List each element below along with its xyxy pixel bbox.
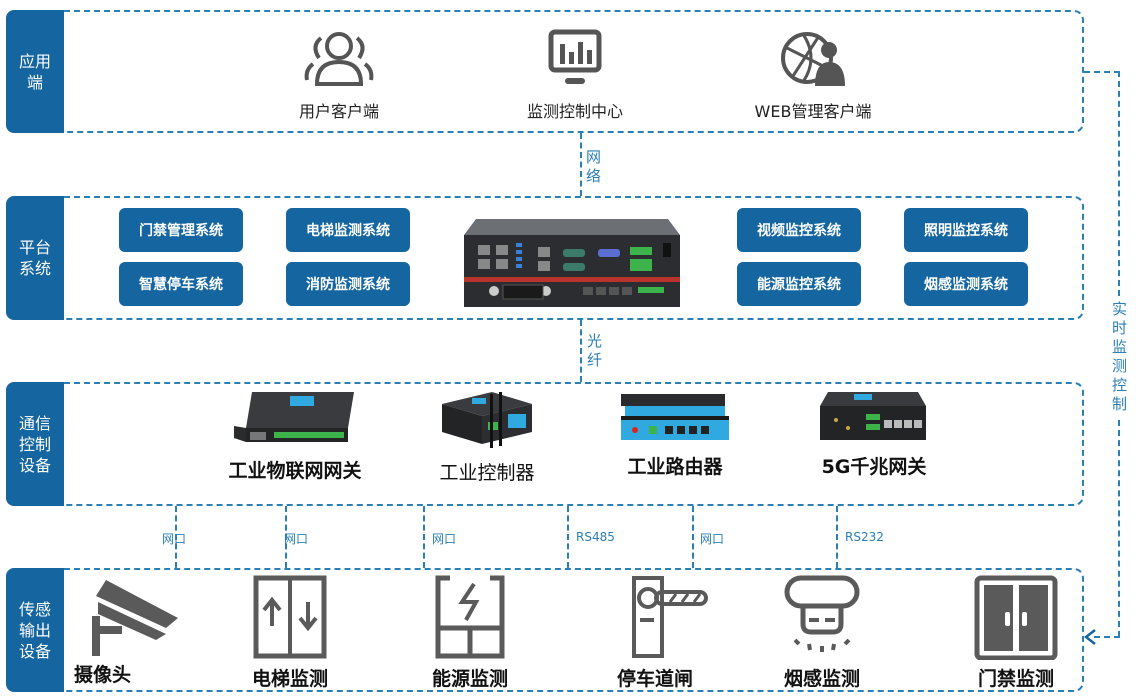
app-item-label: 监测控制中心 (526, 102, 623, 121)
device-5g-gateway: 5G千兆网关 (784, 388, 964, 479)
system-button-energy[interactable]: 能源监控系统 (737, 262, 861, 306)
sensor-label: 烟感监测 (783, 668, 860, 690)
sensor-smoke: 烟感监测 (752, 574, 892, 691)
sensor-label: 门禁监测 (977, 668, 1054, 690)
realtime-loop-lower (1118, 420, 1120, 637)
sensor-label: 能源监测 (431, 668, 508, 690)
sensor-elevator: 电梯监测 (220, 574, 360, 691)
layer-tag-sensor: 传感输出设备 (6, 568, 64, 692)
energy-icon (435, 575, 505, 659)
system-button-elevator[interactable]: 电梯监测系统 (286, 208, 410, 252)
device-label: 工业物联网网关 (228, 460, 362, 482)
connector-network (580, 133, 582, 196)
layer-tag-label: 通信控制设备 (18, 413, 51, 475)
layer-frame-sensor (64, 568, 1084, 692)
industrial-router-icon (621, 394, 729, 440)
system-button-fire[interactable]: 消防监测系统 (286, 262, 410, 306)
sensor-label: 摄像头 (74, 664, 132, 686)
sensor-door: 门禁监测 (946, 574, 1086, 691)
connector-label-port-1: 网口 (162, 532, 187, 546)
layer-frame-platform (64, 196, 1084, 320)
connector-rs485 (567, 506, 569, 568)
connector-label-rs485: RS485 (576, 530, 615, 544)
barrier-gate-icon (632, 576, 708, 658)
layer-tag-label: 平台系统 (18, 238, 51, 278)
realtime-label: 实时监测控制 (1112, 300, 1128, 413)
5g-gateway-icon (820, 392, 926, 440)
device-label: 5G千兆网关 (821, 456, 927, 478)
connector-label-rs232: RS232 (845, 530, 884, 544)
system-button-access[interactable]: 门禁管理系统 (119, 208, 243, 252)
app-item-user-client: 用户客户端 (259, 28, 419, 122)
industrial-controller-icon (442, 392, 532, 448)
camera-icon (92, 580, 178, 656)
system-button-parking[interactable]: 智慧停车系统 (119, 262, 243, 306)
elevator-icon (253, 575, 327, 659)
device-iot-gateway: 工业物联网网关 (205, 388, 385, 483)
sensor-label: 停车道闸 (616, 668, 693, 690)
users-icon (304, 32, 374, 86)
connector-label-port-3: 网口 (432, 532, 457, 546)
connector-port-3 (423, 506, 425, 568)
layer-tag-communication: 通信控制设备 (6, 382, 64, 506)
realtime-loop-top (1084, 71, 1120, 73)
realtime-loop-upper (1118, 71, 1120, 296)
industrial-computer-icon (464, 219, 680, 307)
app-item-monitor-center: 监测控制中心 (495, 28, 655, 122)
connector-rs232 (836, 506, 838, 568)
layer-tag-platform: 平台系统 (6, 196, 64, 320)
realtime-loop-bottom (1094, 636, 1120, 638)
connector-label-network: 网络 (586, 148, 602, 185)
connector-label-fiber: 光纤 (587, 332, 603, 369)
system-button-lighting[interactable]: 照明监控系统 (904, 208, 1028, 252)
device-industrial-router: 工业路由器 (585, 388, 765, 479)
system-button-video[interactable]: 视频监控系统 (737, 208, 861, 252)
smoke-detector-icon (784, 575, 860, 652)
layer-frame-application (64, 10, 1084, 133)
app-item-label: WEB管理客户端 (754, 102, 872, 121)
connector-port-4 (692, 506, 694, 568)
connector-fiber (580, 320, 582, 382)
connector-label-port-4: 网口 (700, 532, 725, 546)
monitor-chart-icon (548, 29, 602, 84)
app-item-label: 用户客户端 (298, 102, 379, 121)
connector-port-2 (285, 506, 287, 568)
door-icon (974, 575, 1058, 661)
connector-port-1 (175, 506, 177, 568)
sensor-barrier-gate: 停车道闸 (585, 574, 725, 691)
device-label: 工业路由器 (627, 456, 723, 478)
device-industrial-controller: 工业控制器 (397, 388, 577, 485)
globe-user-icon (781, 32, 845, 86)
layer-tag-application: 应用端 (6, 10, 64, 133)
app-item-web-client: WEB管理客户端 (733, 28, 893, 122)
system-button-smoke[interactable]: 烟感监测系统 (904, 262, 1028, 306)
device-label: 工业控制器 (439, 462, 535, 484)
sensor-label: 电梯监测 (251, 668, 328, 690)
layer-tag-label: 传感输出设备 (18, 599, 51, 661)
connector-label-port-2: 网口 (284, 532, 309, 546)
arrow-left-icon (1083, 629, 1096, 645)
sensor-camera: 摄像头 (66, 574, 206, 687)
layer-tag-label: 应用端 (18, 51, 51, 92)
layer-frame-communication (64, 382, 1084, 506)
iot-gateway-icon (234, 392, 354, 442)
sensor-energy: 能源监测 (400, 574, 540, 691)
